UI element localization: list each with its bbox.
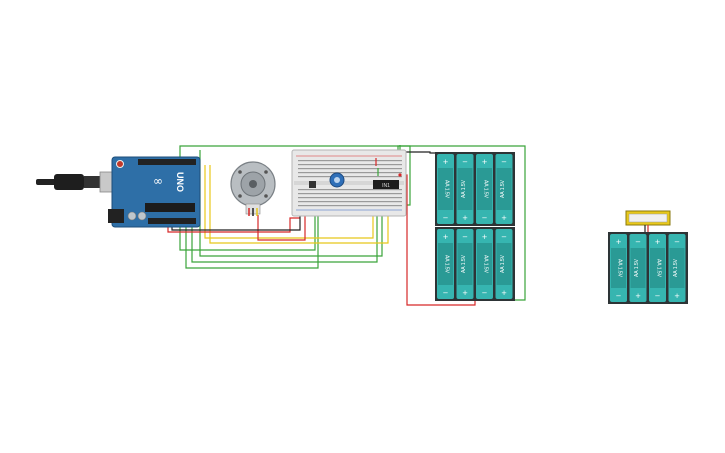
battery-minus-mark: − bbox=[674, 238, 680, 246]
battery-minus-mark: − bbox=[501, 233, 507, 241]
battery-plus-mark: + bbox=[443, 233, 449, 241]
battery-cell-band bbox=[477, 168, 492, 210]
battery-cell-label: AA 1.5V bbox=[444, 180, 450, 199]
battery-minus-mark: − bbox=[443, 289, 449, 297]
battery-cell-band bbox=[611, 248, 626, 288]
battery-cell-label: AA 1.5V bbox=[673, 258, 679, 277]
battery-cell-label: AA 1.5V bbox=[461, 179, 467, 198]
battery-minus-mark: − bbox=[482, 289, 488, 297]
battery-minus-mark: − bbox=[462, 233, 468, 241]
battery-cells: AA 1.5V + − AA 1.5V + − AA 1.5V + − AA 1.5V + − AA 1… bbox=[437, 154, 686, 302]
battery-minus-mark: − bbox=[501, 158, 507, 166]
battery-cell-label: AA 1.5V bbox=[500, 254, 506, 273]
battery-cell-label: AA 1.5V bbox=[617, 259, 623, 278]
battery-plus-mark: + bbox=[443, 158, 449, 166]
battery-cell-label: AA 1.5V bbox=[483, 255, 489, 274]
wire-yellow-1[interactable] bbox=[204, 165, 374, 239]
wire-black-2[interactable] bbox=[400, 151, 436, 154]
motor-driver-ic[interactable]: IN1 bbox=[373, 180, 399, 189]
battery-plus-mark: + bbox=[616, 238, 622, 246]
wire-red-2[interactable] bbox=[257, 205, 306, 241]
battery-cell-label: AA 1.5V bbox=[656, 259, 662, 278]
battery-plus-mark: + bbox=[462, 214, 468, 222]
wire-yellow-2[interactable] bbox=[209, 165, 389, 244]
battery-cell-band bbox=[457, 168, 473, 210]
battery-minus-mark: − bbox=[635, 238, 641, 246]
battery-minus-mark: − bbox=[462, 158, 468, 166]
battery-plus-mark: + bbox=[655, 238, 661, 246]
arduino-uno-board[interactable]: ∞ UNO bbox=[108, 156, 201, 228]
battery-plus-mark: + bbox=[462, 289, 468, 297]
battery-plus-mark: + bbox=[482, 158, 488, 166]
breadboard-holes bbox=[298, 160, 402, 207]
potentiometer[interactable] bbox=[329, 172, 345, 188]
battery-cell-band bbox=[477, 243, 492, 285]
wire-red-1[interactable] bbox=[167, 217, 300, 233]
battery-minus-mark: − bbox=[443, 214, 449, 222]
battery-plus-mark: + bbox=[501, 289, 507, 297]
slide-switch[interactable] bbox=[625, 210, 671, 232]
battery-plus-mark: + bbox=[674, 292, 680, 300]
dc-motor[interactable] bbox=[230, 161, 276, 216]
wire-green-battery[interactable] bbox=[397, 145, 526, 301]
usb-cable bbox=[36, 171, 119, 193]
board-label: UNO bbox=[175, 172, 185, 192]
battery-cell-band bbox=[669, 248, 685, 288]
battery-cell-label: AA 1.5V bbox=[461, 254, 467, 273]
breadboard[interactable] bbox=[291, 149, 407, 217]
battery-cell-label: AA 1.5V bbox=[483, 180, 489, 199]
battery-minus-mark: − bbox=[616, 292, 622, 300]
battery-cell-label: AA 1.5V bbox=[500, 179, 506, 198]
battery-minus-mark: − bbox=[655, 292, 661, 300]
battery-cell-band bbox=[496, 168, 512, 210]
battery-plus-mark: + bbox=[501, 214, 507, 222]
push-button[interactable] bbox=[309, 181, 316, 188]
battery-cell-band bbox=[650, 248, 665, 288]
battery-cell-band bbox=[496, 243, 512, 285]
battery-plus-mark: + bbox=[635, 292, 641, 300]
battery-cell-band bbox=[457, 243, 473, 285]
battery-cell-label: AA 1.5V bbox=[444, 255, 450, 274]
battery-minus-mark: − bbox=[482, 214, 488, 222]
board-brand-logo: ∞ bbox=[153, 174, 163, 188]
battery-plus-mark: + bbox=[482, 233, 488, 241]
battery-cell-label: AA 1.5V bbox=[634, 258, 640, 277]
battery-cell-band bbox=[438, 243, 453, 285]
motor-driver-label: IN1 bbox=[382, 183, 390, 189]
battery-cell-band bbox=[630, 248, 646, 288]
battery-cell-band bbox=[438, 168, 453, 210]
terminal-red bbox=[398, 173, 402, 177]
